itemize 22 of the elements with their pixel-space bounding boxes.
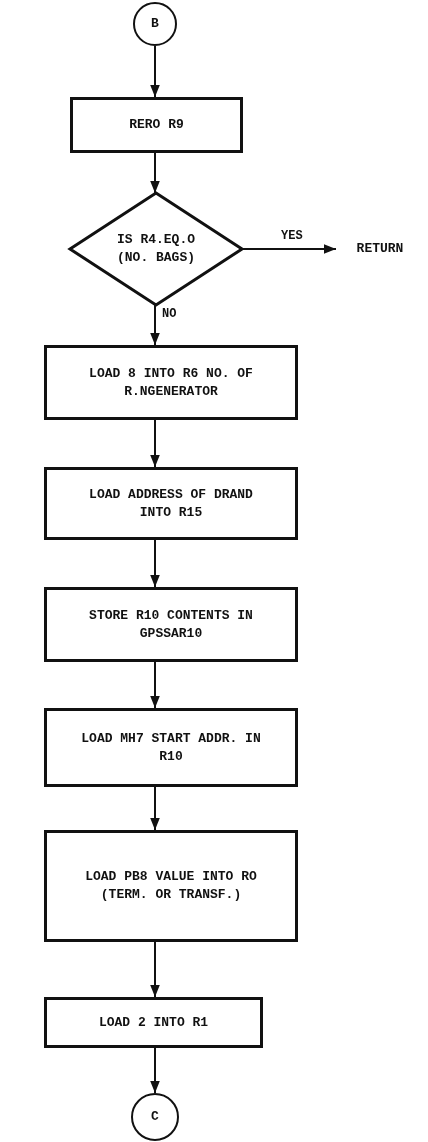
arrow xyxy=(150,152,160,194)
process-box: LOAD PB8 VALUE INTO RO (TERM. OR TRANSF.) xyxy=(44,830,298,942)
decision-diamond xyxy=(67,191,245,307)
connector-circle: C xyxy=(131,1093,179,1141)
arrow xyxy=(150,661,160,709)
arrow xyxy=(150,45,160,98)
process-box: LOAD ADDRESS OF DRAND INTO R15 xyxy=(44,467,298,540)
process-box: RERO R9 xyxy=(70,97,243,153)
process-box: LOAD 8 INTO R6 NO. OF R.NGENERATOR xyxy=(44,345,298,420)
arrow xyxy=(241,244,337,254)
process-box: STORE R10 CONTENTS IN GPSSAR10 xyxy=(44,587,298,662)
arrow xyxy=(150,419,160,468)
arrow xyxy=(150,786,160,831)
connector-circle: B xyxy=(133,2,177,46)
arrow xyxy=(150,304,160,346)
arrow xyxy=(150,539,160,588)
arrow xyxy=(150,941,160,998)
process-box: LOAD MH7 START ADDR. IN R10 xyxy=(44,708,298,787)
decision-text: IS R4.EQ.O (NO. BAGS) xyxy=(116,231,196,267)
terminal-text: RETURN xyxy=(356,240,404,258)
process-box: LOAD 2 INTO R1 xyxy=(44,997,263,1048)
arrow xyxy=(150,1047,160,1094)
